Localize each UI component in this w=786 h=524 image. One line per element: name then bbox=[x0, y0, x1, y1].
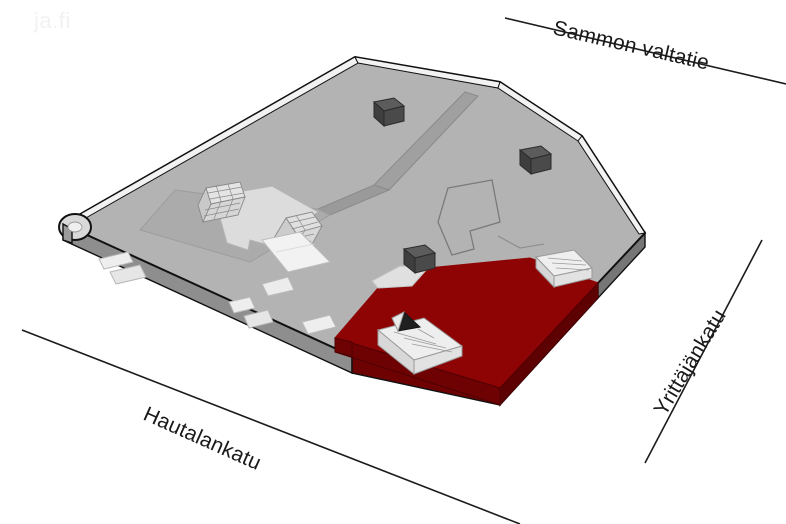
street-line-sammon-valtatie bbox=[504, 17, 786, 85]
entrance-canopy-1 bbox=[98, 251, 134, 270]
entrance-canopy-2-step bbox=[243, 309, 274, 329]
entrance-canopy-1-step bbox=[109, 264, 147, 285]
highlighted-unit-side-east bbox=[499, 281, 599, 407]
entrance-stair-right bbox=[535, 249, 594, 289]
parapet-east bbox=[577, 135, 646, 235]
entrance-canopy-2 bbox=[228, 296, 256, 314]
courtyard-stairs-left bbox=[197, 181, 246, 224]
entrance-stair-red bbox=[376, 311, 464, 376]
rooftop-unit-1 bbox=[372, 97, 406, 128]
roof-service-line bbox=[497, 235, 545, 249]
entrance-canopy-4 bbox=[301, 314, 337, 335]
rooftop-unit-2 bbox=[518, 145, 553, 176]
entrance-canopy-3 bbox=[261, 276, 295, 297]
street-line-hautalankatu bbox=[21, 329, 521, 524]
corner-rotunda bbox=[58, 213, 92, 244]
highlighted-unit-side-corner bbox=[334, 337, 353, 357]
roof-outline-marking bbox=[437, 179, 501, 256]
walkway-canopy-left bbox=[261, 231, 331, 273]
walkway-canopy-left-line bbox=[275, 243, 315, 253]
street-line-yrittajankatu bbox=[644, 239, 763, 464]
rooftop-unit-3 bbox=[402, 244, 437, 275]
entrance-canopy-group bbox=[98, 251, 337, 335]
watermark-text: ja.fi bbox=[33, 8, 71, 33]
